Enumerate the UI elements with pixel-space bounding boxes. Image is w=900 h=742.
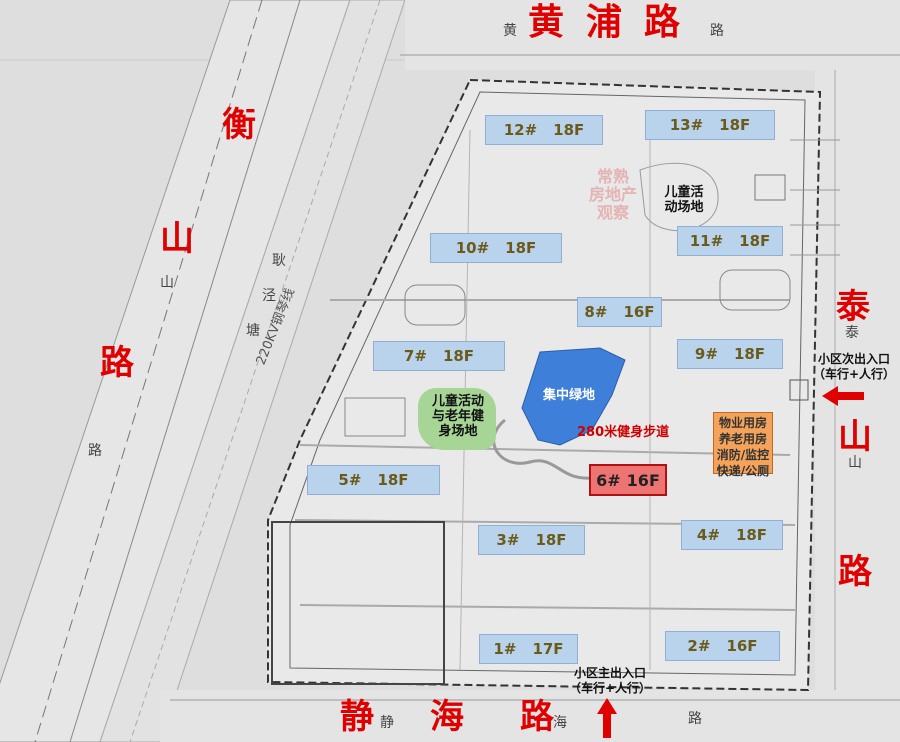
building-3: 3#18F [478, 525, 585, 555]
road-label-hengshan-small-2: 路 [88, 443, 102, 459]
building-12: 12#18F [485, 115, 603, 145]
walkway-label: 280米健身步道 [577, 425, 670, 440]
road-label-jinghai-small-1: 静 [380, 715, 394, 731]
road-label-hengshan-small-1: 山 [160, 275, 174, 291]
building-6-highlighted: 6#16F [589, 464, 667, 496]
road-label-taishan-char1: 泰 [836, 287, 870, 327]
kids-elder-area-label: 儿童活动 与老年健 身场地 [431, 394, 484, 439]
road-label-huangpu-small-right: 路 [710, 23, 724, 39]
building-10: 10#18F [430, 233, 562, 263]
canal-char-2: 泾 [262, 288, 276, 304]
road-label-hengshan-char2: 山 [160, 219, 194, 259]
road-label-huangpu: 黄浦路 [528, 2, 703, 43]
road-label-taishan-small-1: 泰 [845, 325, 859, 341]
road-label-huangpu-small-left: 黄 [503, 23, 517, 39]
road-label-taishan-small-2: 山 [848, 455, 862, 471]
building-1: 1#17F [479, 634, 578, 664]
road-label-hengshan-char1: 衡 [222, 105, 256, 145]
kids-area-label: 儿童活 动场地 [664, 185, 704, 215]
building-11: 11#18F [677, 226, 783, 256]
central-green-shape [521, 347, 626, 446]
building-5: 5#18F [307, 465, 440, 495]
watermark-stamp: 常熟 房地产 观察 [588, 167, 637, 222]
road-label-jinghai-small-3: 路 [688, 711, 702, 727]
kids-elder-area-shape [418, 388, 496, 450]
secondary-entrance-arrow-icon [822, 386, 864, 406]
building-2: 2#16F [665, 631, 780, 661]
facilities-block: 物业用房 养老用房 消防/监控 快递/公厕 [713, 412, 773, 478]
building-7: 7#18F [373, 341, 505, 371]
road-label-taishan-char3: 路 [838, 552, 872, 592]
road-label-taishan-char2: 山 [838, 417, 872, 457]
main-entrance-arrow-icon [597, 698, 617, 738]
road-label-jinghai: 静海路 [340, 697, 610, 737]
canal-char-1: 耿 [272, 253, 286, 269]
building-9: 9#18F [677, 339, 783, 369]
road-label-hengshan-char3: 路 [100, 343, 134, 383]
building-13: 13#18F [645, 110, 775, 140]
building-4: 4#18F [681, 520, 783, 550]
main-entrance-label: 小区主出入口 （车行+人行） [568, 666, 652, 695]
central-green-label: 集中绿地 [543, 388, 596, 403]
canal-char-3: 塘 [246, 323, 260, 339]
road-label-jinghai-small-2: 海 [553, 715, 567, 731]
building-8: 8#16F [577, 297, 662, 327]
secondary-entrance-label: 小区次出入口 （车行+人行） [812, 352, 896, 381]
